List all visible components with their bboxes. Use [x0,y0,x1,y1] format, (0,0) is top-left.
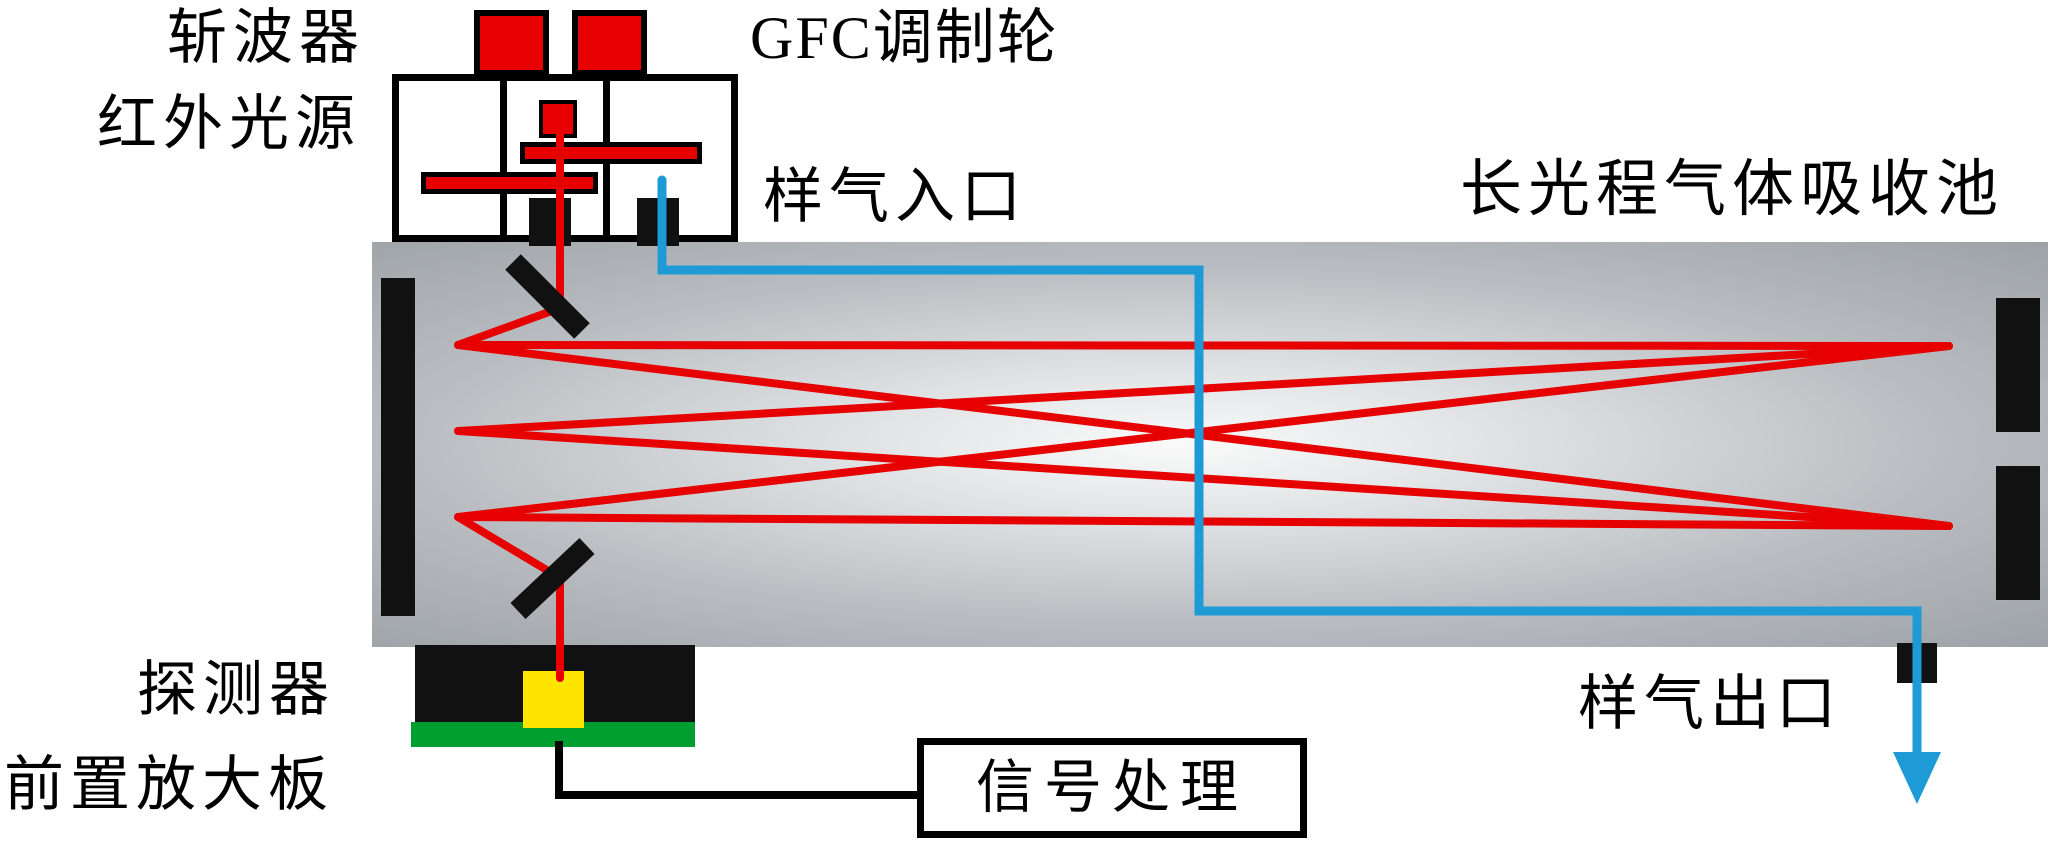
gas-outlet-label: 样气出口 [1578,671,1842,737]
preamp-label: 前置放大板 [4,752,334,818]
gas-inlet-label: 样气入口 [763,164,1027,230]
signal-wire [555,741,919,799]
ir-source-label: 红外光源 [97,91,361,157]
beam-entry-port [529,198,571,246]
chopper-blade-upper [520,142,702,164]
cell-mirror-left [381,278,415,616]
signal-wire-polyline [555,741,919,799]
cell-mirror-right-top [1996,298,2040,432]
absorption-cell-label: 长光程气体吸收池 [1460,156,2005,224]
cell-mirror-right-bottom [1996,466,2040,600]
absorption-cell-body [372,242,2048,647]
chopper-label: 斩波器 [167,5,365,71]
gfc-wheel-segment-left [474,10,549,76]
ir-source-emitter [539,100,577,138]
detector-label: 探测器 [137,657,335,723]
gas-outlet-port [1897,643,1937,683]
gas-outlet-arrowhead [1893,752,1941,804]
signal-processing-box: 信号处理 [917,738,1307,838]
signal-processing-label: 信号处理 [975,755,1248,820]
gas-inlet-port [637,198,679,246]
gfc-wheel-segment-right [572,10,647,76]
detector-chip [523,671,584,728]
chopper-blade-lower [421,172,598,194]
gfc-wheel-label: GFC调制轮 [750,5,1059,71]
